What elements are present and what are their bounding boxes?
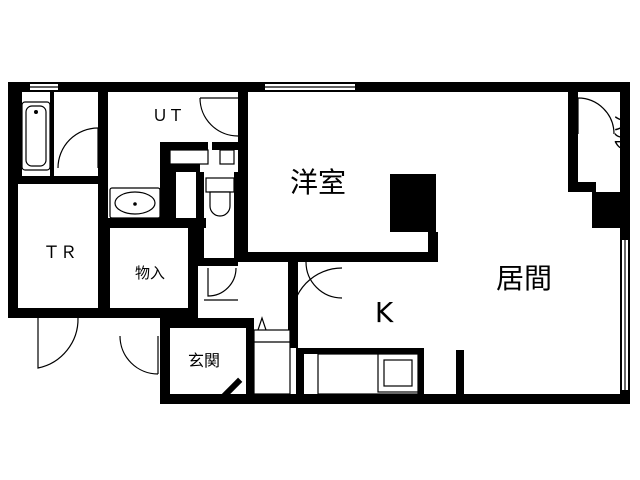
hallway <box>198 258 343 348</box>
entrance: 玄関 <box>119 316 291 404</box>
ut-room: ＵＴ <box>108 97 242 260</box>
living-room-label: 居間 <box>496 262 552 295</box>
toilet <box>205 177 235 193</box>
entrance-label: 玄関 <box>188 351 220 370</box>
bathroom <box>18 92 104 184</box>
western-room-label: 洋室 <box>290 166 346 199</box>
storage-label: 物入 <box>135 264 165 282</box>
storage: 物入 <box>100 228 198 318</box>
ut-label: ＵＴ <box>152 106 184 125</box>
western-room: 洋室 <box>238 92 438 299</box>
tr-label: ＴＲ <box>43 243 77 263</box>
kitchen-label: K <box>375 296 394 329</box>
windows <box>30 84 628 390</box>
balcony: バル <box>568 92 630 228</box>
living-room: 居間 <box>456 262 552 394</box>
tr-room: ＴＲ <box>37 243 79 369</box>
kitchen: K <box>296 296 424 395</box>
balcony-label: バル <box>610 115 630 149</box>
